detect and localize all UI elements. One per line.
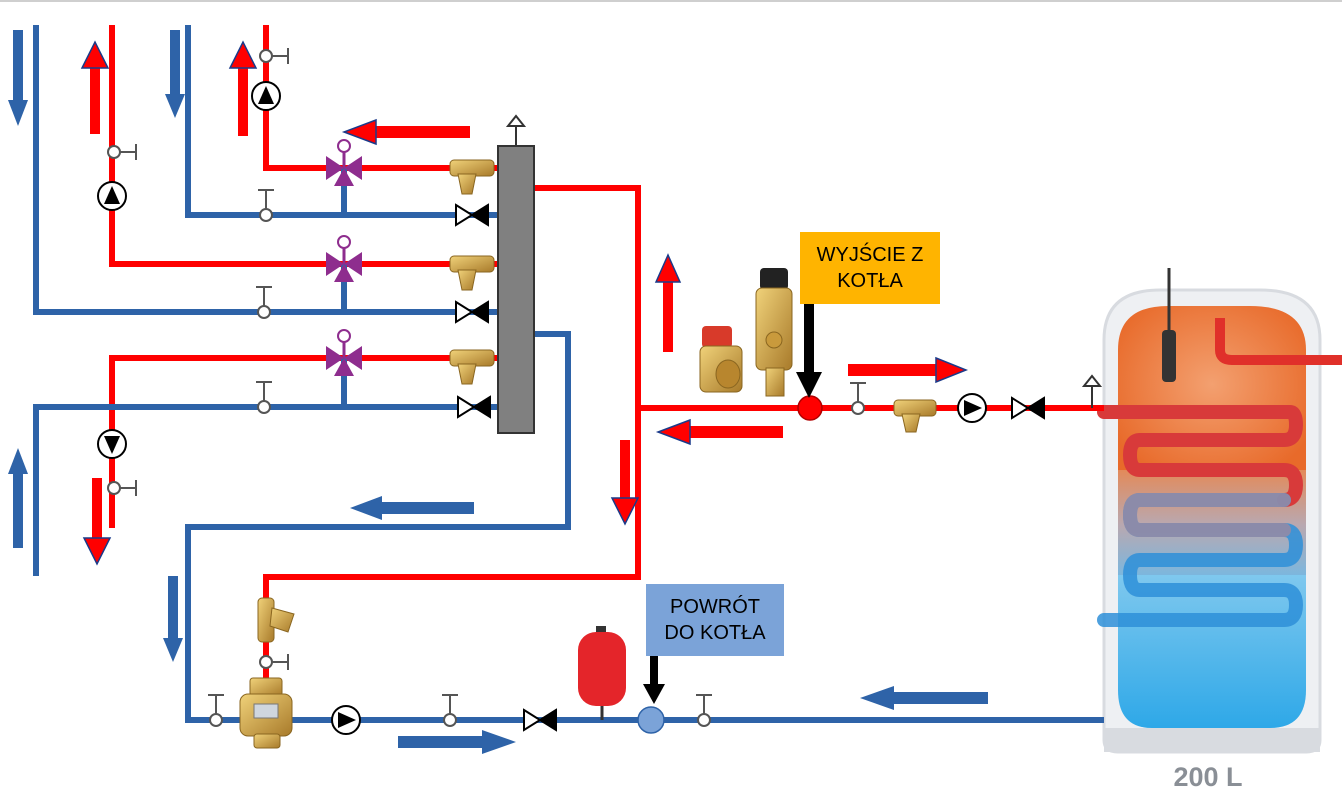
y-strainer-icon [893,399,937,433]
y-strainer-icon [257,597,295,643]
tank-capacity-label: 200 L [1173,762,1243,792]
expansion-vessel-icon [578,626,626,720]
air-vent-icon [1081,374,1103,408]
pump-icon [97,429,127,459]
three-way-mixing-valve-icon [326,139,362,186]
connection-node [637,706,665,734]
three-way-mixing-valve-icon [326,329,362,376]
hot-water-tank [1097,268,1342,754]
y-strainer-icon [449,255,495,291]
y-strainer-icon [449,349,495,385]
air-vent-icon [505,114,527,146]
pump-icon [331,705,361,735]
thermometer-icon [107,48,866,727]
y-strainer-icon [449,159,495,195]
three-way-mixing-valve-icon [326,235,362,282]
boiler-return-label: POWRÓT DO KOTŁA [646,584,784,656]
pump-icon [957,393,987,423]
safety-valve-icon [699,326,743,393]
pump-icon [97,181,127,211]
thermostatic-valve-icon [239,677,293,749]
thermostatic-valve-icon [755,268,793,397]
pump-icon [251,81,281,111]
hydraulic-separator [497,145,535,434]
ball-valve-icon [455,203,1045,732]
boiler-output-label: WYJŚCIE Z KOTŁA [800,232,940,304]
supply-pipes [109,25,1104,680]
flow-arrow-icon [643,304,822,704]
flow-arrow-icon [8,30,988,754]
connection-node [797,395,823,421]
